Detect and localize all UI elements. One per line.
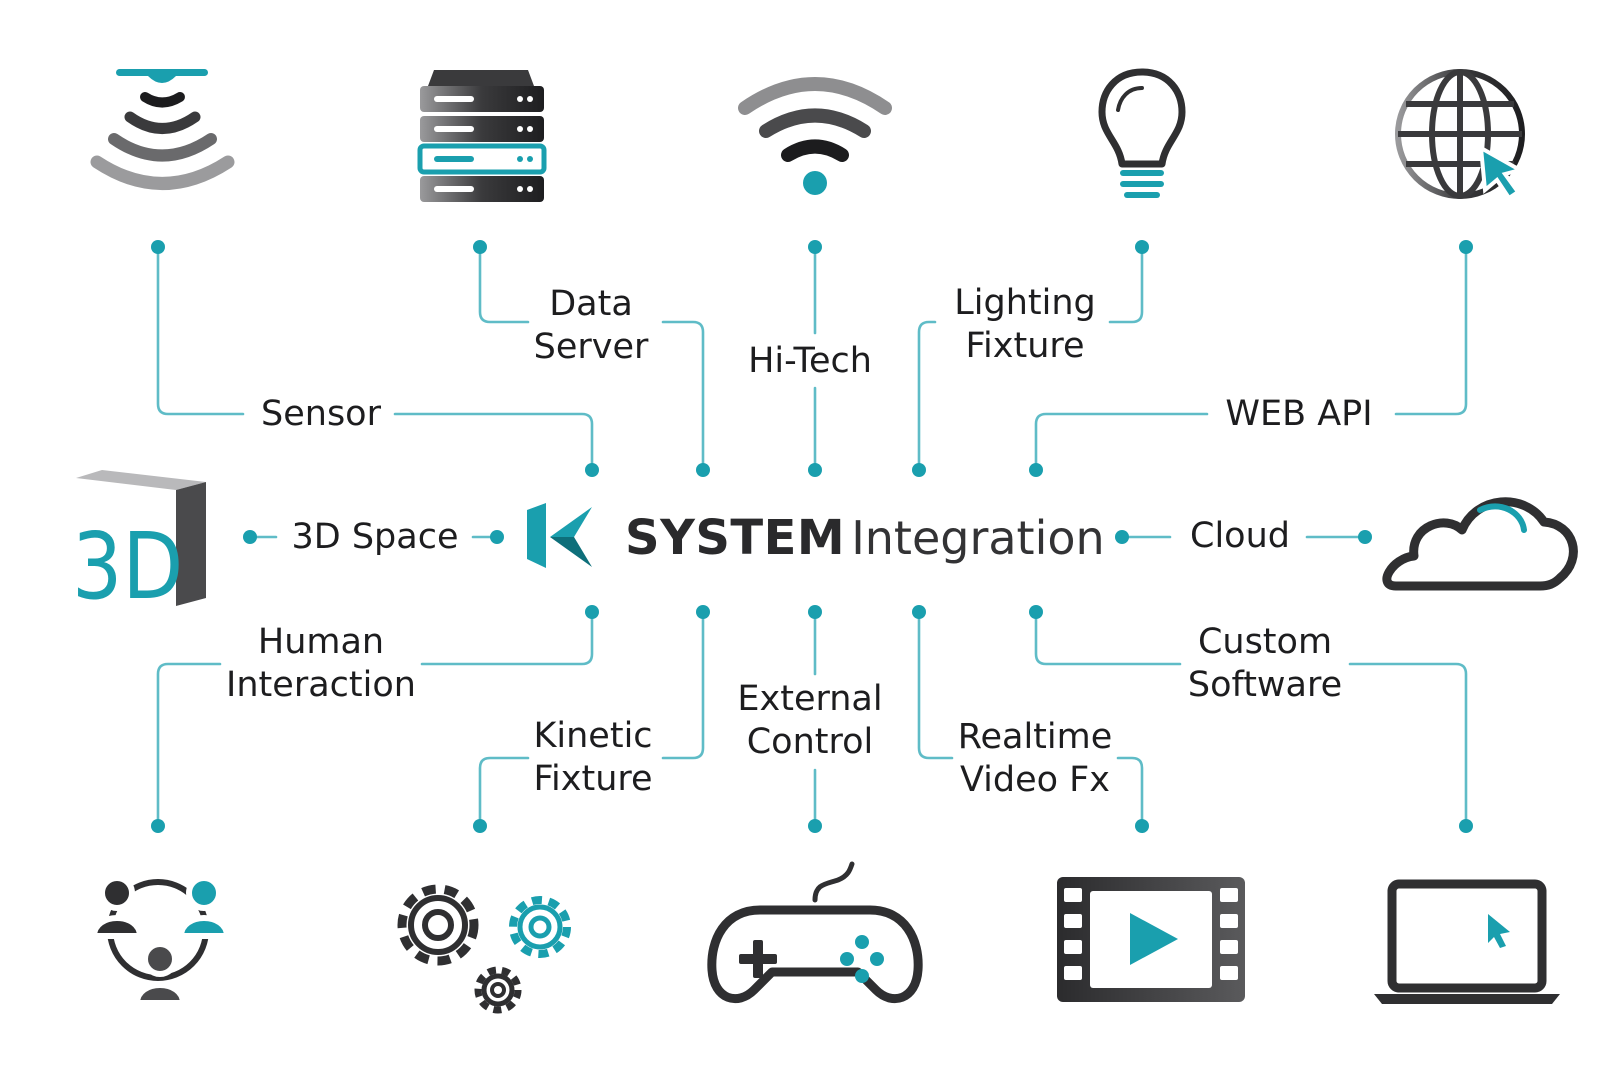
label-human-interaction: Human Interaction <box>226 621 416 707</box>
light-bulb-icon <box>1098 68 1186 198</box>
label-human-interaction-line-1: Human <box>257 622 385 662</box>
laptop-cursor-icon <box>1374 879 1560 1004</box>
connector-dots <box>151 240 1473 833</box>
k-logo-icon <box>527 503 592 568</box>
connector-human <box>156 662 222 827</box>
3d-cube-icon: 3D <box>72 470 206 621</box>
label-kinetic-fixture-line-1: Kinetic <box>533 716 653 756</box>
svg-text:3D: 3D <box>72 513 183 620</box>
title-integration: Integration <box>851 511 1105 565</box>
label-hi-tech: Hi-Tech <box>748 341 872 381</box>
label-kinetic-fixture: Kinetic Fixture <box>533 715 652 801</box>
connector-sensor <box>156 245 245 416</box>
label-external-control-line-1: External <box>737 679 883 719</box>
sensor-waves-icon <box>90 69 235 190</box>
connector-human-hub <box>420 610 594 666</box>
label-3d-space: 3D Space <box>291 517 459 557</box>
cloud-icon <box>1382 497 1578 591</box>
connector-custom <box>1348 662 1468 827</box>
label-human-interaction-line-2: Interaction <box>226 665 416 705</box>
label-data-server: Data Server <box>534 283 649 369</box>
connector-server <box>478 245 530 324</box>
label-external-control: External Control <box>737 678 882 764</box>
gamepad-icon <box>707 861 923 1004</box>
label-realtime-video: Realtime Video Fx <box>958 716 1113 802</box>
connector-server-hub <box>661 320 705 467</box>
label-lighting-fixture-line-2: Fixture <box>965 326 1085 366</box>
label-realtime-video-line-1: Realtime <box>957 717 1113 757</box>
label-data-server-line-1: Data <box>549 284 633 324</box>
label-custom-software: Custom Software <box>1188 621 1342 707</box>
connector-web-hub <box>1034 412 1209 467</box>
video-play-icon <box>1057 877 1245 1002</box>
connector-video <box>1116 756 1144 827</box>
connector-sensor-hub <box>393 412 594 467</box>
label-kinetic-fixture-line-2: Fixture <box>533 759 653 799</box>
label-lighting-fixture-line-1: Lighting <box>954 283 1096 323</box>
gears-icon <box>397 884 571 1014</box>
label-web-api: WEB API <box>1225 394 1373 434</box>
connector-kinetic <box>478 756 530 827</box>
globe-cursor-icon <box>1395 69 1526 201</box>
wifi-icon <box>738 77 892 195</box>
label-custom-software-line-2: Software <box>1187 665 1343 705</box>
label-sensor: Sensor <box>261 394 381 434</box>
label-lighting-fixture: Lighting Fixture <box>954 282 1095 368</box>
label-realtime-video-line-2: Video Fx <box>959 760 1111 800</box>
label-data-server-line-2: Server <box>533 327 649 367</box>
label-cloud: Cloud <box>1190 516 1290 556</box>
label-custom-software-line-1: Custom <box>1197 622 1333 662</box>
title-system: SYSTEM <box>625 510 846 566</box>
people-network-icon <box>90 875 231 1006</box>
connector-video-hub <box>917 610 954 760</box>
connector-kinetic-hub <box>661 610 705 760</box>
connector-web <box>1394 245 1468 416</box>
label-external-control-line-2: Control <box>746 722 874 762</box>
connector-light <box>1108 245 1144 324</box>
server-rack-icon <box>417 70 547 202</box>
connector-custom-hub <box>1034 610 1182 666</box>
connector-light-hub <box>917 320 937 467</box>
